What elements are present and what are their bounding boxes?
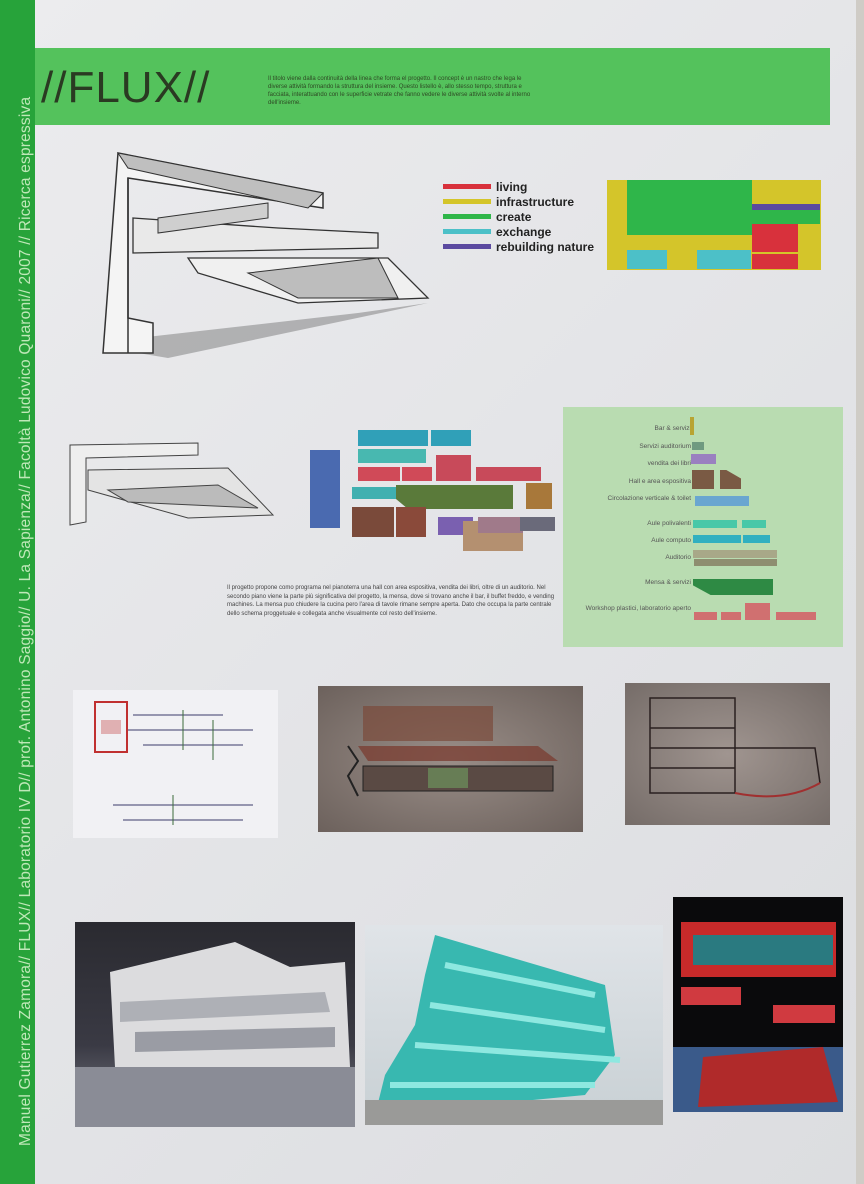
elevation-drawing <box>69 442 275 526</box>
page-title: //FLUX// <box>41 63 211 112</box>
elevation-sketch-image <box>625 683 830 825</box>
legend-swatch <box>443 214 491 219</box>
legend-item: exchange <box>443 224 594 239</box>
legend-item: create <box>443 209 594 224</box>
legend-item: living <box>443 179 594 194</box>
program-bar <box>743 535 770 543</box>
program-bar <box>690 417 694 435</box>
legend-label: create <box>496 209 532 224</box>
program-bar <box>745 603 770 620</box>
program-bar <box>695 496 749 506</box>
legend-label: living <box>496 179 528 194</box>
program-bar <box>692 442 704 450</box>
exploded-volumes-diagram <box>310 430 555 551</box>
color-block-diagram <box>607 180 821 270</box>
legend-swatch <box>443 244 491 249</box>
program-bar <box>776 612 816 620</box>
program-bar <box>693 550 777 558</box>
program-label: Bar & servizi <box>654 425 691 432</box>
plan-sketch-image <box>73 690 278 838</box>
program-bar <box>742 520 766 528</box>
legend-label: rebuilding nature <box>496 239 595 254</box>
legend-item: infrastructure <box>443 194 594 209</box>
program-label: Servizi auditorium <box>639 443 691 450</box>
axonometric-drawing <box>102 152 430 358</box>
legend-swatch <box>443 229 491 234</box>
program-bar <box>721 612 741 620</box>
program-panel: Bar & servizi Servizi auditorium vendita… <box>563 407 843 647</box>
program-bar <box>691 454 716 464</box>
model-photo <box>75 922 355 1127</box>
program-label: Aule polivalenti <box>647 520 691 527</box>
program-bar <box>694 612 717 620</box>
description-text: Il progetto propone como programa nel pi… <box>227 585 555 617</box>
legend-swatch <box>443 199 491 204</box>
program-label: vendita dei libri <box>647 460 691 467</box>
sidebar-credits: Manuel Gutierrez Zamora// FLUX// Laborat… <box>17 96 34 1146</box>
header-bar: //FLUX// Il titolo viene dalla continuit… <box>35 48 830 125</box>
program-label: Aule computo <box>651 537 691 544</box>
section-sketch-image <box>318 686 583 832</box>
legend-item: rebuilding nature <box>443 239 594 254</box>
sidebar-stripe: Manuel Gutierrez Zamora// FLUX// Laborat… <box>0 0 35 1184</box>
program-label: Mensa & servizi <box>645 579 691 586</box>
legend-swatch <box>443 184 491 189</box>
program-label: Circolazione verticale & toilet <box>607 495 691 502</box>
legend-label: infrastructure <box>496 194 575 209</box>
legend-label: exchange <box>496 224 552 239</box>
program-bar <box>720 470 741 489</box>
program-label: Auditorio <box>665 554 691 561</box>
program-bar <box>694 559 777 566</box>
program-label: Hall e area espositiva <box>628 478 691 485</box>
program-bar <box>693 535 741 543</box>
intro-text: Il titolo viene dalla continuità della l… <box>268 76 531 106</box>
program-label: Workshop plastici, laboratorio aperto <box>585 605 691 612</box>
program-bar <box>693 579 773 595</box>
program-bar <box>692 470 714 489</box>
program-bar <box>693 520 737 528</box>
interior-rendering-photo <box>673 897 843 1112</box>
color-legend: living infrastructure create exchange re… <box>443 179 594 254</box>
rendering-photo <box>365 925 663 1125</box>
